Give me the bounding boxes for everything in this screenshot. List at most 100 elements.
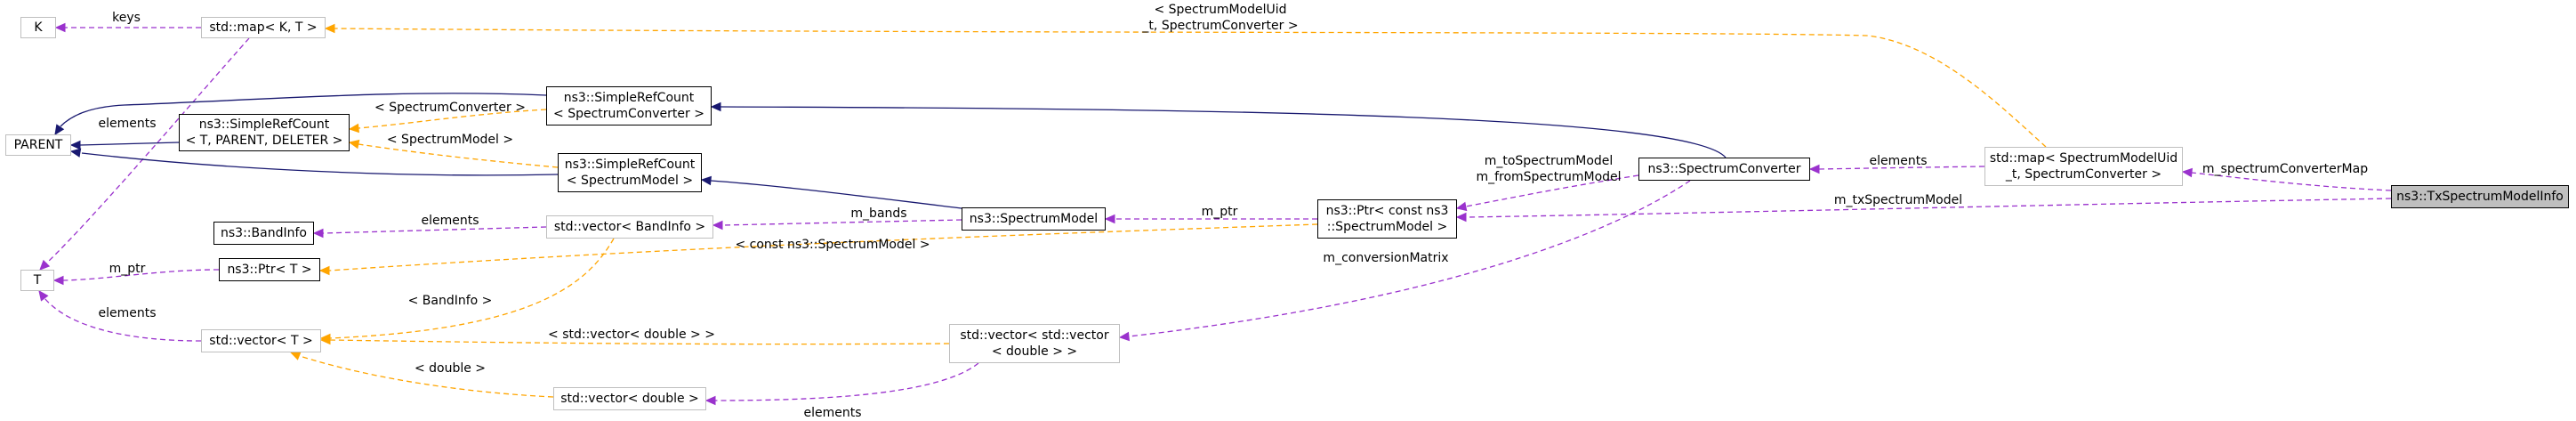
edge-simplerefcount-converter-to-parent xyxy=(60,93,547,127)
edge-label-ptr-spectrummodel-m-ptr: m_ptr xyxy=(1201,205,1238,219)
node-bandinfo[interactable]: ns3::BandInfo xyxy=(213,222,314,245)
edge-tmpl-vector-double xyxy=(329,339,950,345)
edge-tmpl-const-spectrummodel xyxy=(328,223,1318,271)
edge-label-ptr-t-m-ptr: m_ptr xyxy=(109,262,146,276)
node-vector-t-line-1: std::vector< T > xyxy=(209,334,313,348)
edge-tmpl-spectrumconverter-arrowhead xyxy=(348,123,359,134)
edge-map-k-t-to-k-arrowhead xyxy=(54,22,66,33)
edge-label-template-const-spectrummodel: < const ns3::SpectrumModel > xyxy=(735,238,930,252)
node-map-spectrumconverter[interactable]: std::map< SpectrumModelUid _t, SpectrumC… xyxy=(1984,147,2183,186)
node-simplerefcount-spectrummodel-line-2: < SpectrumModel > xyxy=(566,174,694,188)
node-ptr-spectrummodel-line-2: ::SpectrumModel > xyxy=(1326,220,1448,234)
edge-tmpl-double xyxy=(299,355,554,398)
edge-vector-bandinfo-to-bandinfo xyxy=(322,226,547,234)
edge-label-m-spectrumconvertermap: m_spectrumConverterMap xyxy=(2202,162,2369,176)
edge-m-spectrumconvertermap xyxy=(2191,172,2392,191)
node-bandinfo-line-1: ns3::BandInfo xyxy=(221,226,307,240)
edge-tmpl-const-spectrummodel-arrowhead xyxy=(318,265,330,276)
node-simplerefcount-spectrummodel[interactable]: ns3::SimpleRefCount < SpectrumModel > xyxy=(558,153,702,192)
node-t-line-1: T xyxy=(33,273,42,287)
node-simplerefcount-generic-line-1: ns3::SimpleRefCount xyxy=(198,117,330,132)
edge-map-k-t-to-t-arrowhead xyxy=(39,259,51,271)
edge-m-txspectrummodel-arrowhead xyxy=(1455,212,1467,223)
node-vector-bandinfo[interactable]: std::vector< BandInfo > xyxy=(546,215,713,239)
node-spectrumconverter-line-1: ns3::SpectrumConverter xyxy=(1647,162,1801,176)
edge-label-template-spectrumconverter: < SpectrumConverter > xyxy=(374,101,526,115)
node-ptr-spectrummodel[interactable]: ns3::Ptr< const ns3 ::SpectrumModel > xyxy=(1317,199,1457,239)
edge-tmpl-spectrummodel-arrowhead xyxy=(348,139,360,150)
edge-simplerefcount-model-to-parent xyxy=(81,152,559,176)
node-txspectrummodelinfo[interactable]: ns3::TxSpectrumModelInfo xyxy=(2391,185,2569,208)
node-t[interactable]: T xyxy=(20,270,54,291)
node-simplerefcount-spectrummodel-line-1: ns3::SimpleRefCount xyxy=(564,158,696,172)
node-vector-vector-double-line-1: std::vector< std::vector xyxy=(960,328,1109,343)
edge-simplerefcount-generic-to-parent xyxy=(79,142,180,146)
node-ptr-spectrummodel-line-1: ns3::Ptr< const ns3 xyxy=(1325,204,1449,218)
edge-label-vector-t-elements: elements xyxy=(98,306,157,320)
edge-label-keys: keys xyxy=(112,11,141,25)
node-K[interactable]: K xyxy=(20,17,56,38)
edge-vector-double-elements xyxy=(714,362,979,401)
node-vector-double[interactable]: std::vector< double > xyxy=(553,387,706,410)
edge-map-k-t-to-t xyxy=(45,37,250,264)
edge-converter-models-arrowhead xyxy=(1455,201,1468,212)
node-vector-t[interactable]: std::vector< T > xyxy=(201,329,321,352)
edge-tmpl-spectrumconverter xyxy=(358,109,547,129)
edge-label-vector-double-elements: elements xyxy=(803,406,862,420)
node-map-spectrumconverter-line-2: _t, SpectrumConverter > xyxy=(2005,167,2162,182)
node-vector-vector-double[interactable]: std::vector< std::vector < double > > xyxy=(949,324,1120,363)
edge-ptr-t-to-t xyxy=(62,269,220,281)
node-simplerefcount-generic[interactable]: ns3::SimpleRefCount < T, PARENT, DELETER… xyxy=(179,114,350,151)
node-vector-vector-double-line-2: < double > > xyxy=(991,344,1078,359)
node-spectrummodel[interactable]: ns3::SpectrumModel xyxy=(962,207,1106,231)
edge-spectrummodel-inherits xyxy=(710,180,962,209)
edge-simplerefcount-converter-to-parent-arrowhead xyxy=(54,124,65,136)
edge-m-bands-arrowhead xyxy=(712,220,723,231)
node-ptr-t-line-1: ns3::Ptr< T > xyxy=(227,263,312,277)
edge-ptr-spectrummodel-m-ptr-arrowhead xyxy=(1104,214,1115,224)
edge-vector-t-to-t xyxy=(44,297,202,342)
edge-label-template-spectrummodel: < SpectrumModel > xyxy=(386,133,514,147)
edge-spectrumconverter-inherits-arrowhead xyxy=(710,101,721,112)
edge-label-template-map-spectrumconverter: < SpectrumModelUid _t, SpectrumConverter… xyxy=(1142,3,1299,33)
edge-simplerefcount-model-to-parent-arrowhead xyxy=(69,148,82,158)
edge-m-txspectrummodel xyxy=(1465,198,2392,218)
node-map-k-t-line-1: std::map< K, T > xyxy=(209,20,318,35)
edge-tmpl-double-arrowhead xyxy=(289,352,302,360)
edge-m-spectrumconvertermap-arrowhead xyxy=(2181,167,2193,178)
edge-spectrummodel-inherits-arrowhead xyxy=(700,175,712,186)
node-K-line-1: K xyxy=(34,20,43,35)
edge-vector-t-to-t-arrowhead xyxy=(38,290,49,302)
node-txspectrummodelinfo-line-1: ns3::TxSpectrumModelInfo xyxy=(2396,190,2564,204)
edge-label-m-bands: m_bands xyxy=(850,206,907,221)
edge-vector-bandinfo-to-bandinfo-arrowhead xyxy=(312,228,324,239)
node-map-k-t[interactable]: std::map< K, T > xyxy=(201,17,326,38)
node-spectrummodel-line-1: ns3::SpectrumModel xyxy=(969,212,1099,226)
edge-label-template-vector-double: < std::vector< double > > xyxy=(548,328,715,342)
edge-label-vector-bandinfo-elements: elements xyxy=(421,214,479,228)
edge-m-bands xyxy=(721,219,962,226)
edge-label-m-txspectrummodel: m_txSpectrumModel xyxy=(1833,193,1963,207)
edge-spectrumconverter-inherits xyxy=(720,106,1727,158)
edge-tmpl-map-spectrumconverter-arrowhead xyxy=(324,23,335,34)
edge-label-map-k-t-elements: elements xyxy=(98,117,157,131)
node-vector-bandinfo-line-1: std::vector< BandInfo > xyxy=(553,220,706,234)
node-map-spectrumconverter-line-1: std::map< SpectrumModelUid xyxy=(1989,151,2178,166)
node-simplerefcount-spectrumconverter[interactable]: ns3::SimpleRefCount < SpectrumConverter … xyxy=(546,86,712,125)
node-simplerefcount-generic-line-2: < T, PARENT, DELETER > xyxy=(185,134,343,148)
node-vector-double-line-1: std::vector< double > xyxy=(560,392,699,406)
edge-tmpl-bandinfo xyxy=(329,238,615,339)
node-simplerefcount-spectrumconverter-line-2: < SpectrumConverter > xyxy=(553,107,704,121)
edge-label-converter-models: m_toSpectrumModel m_fromSpectrumModel xyxy=(1476,154,1622,184)
edge-label-map-elements: elements xyxy=(1869,154,1928,168)
edge-tmpl-spectrummodel xyxy=(358,143,559,168)
edge-label-template-double: < double > xyxy=(414,361,487,376)
node-parent[interactable]: PARENT xyxy=(5,134,71,156)
node-spectrumconverter[interactable]: ns3::SpectrumConverter xyxy=(1638,158,1810,181)
node-ptr-t[interactable]: ns3::Ptr< T > xyxy=(219,258,320,281)
node-parent-line-1: PARENT xyxy=(13,138,63,152)
edge-map-elements xyxy=(1818,166,1985,170)
edge-tmpl-vector-double-arrowhead xyxy=(319,335,331,345)
